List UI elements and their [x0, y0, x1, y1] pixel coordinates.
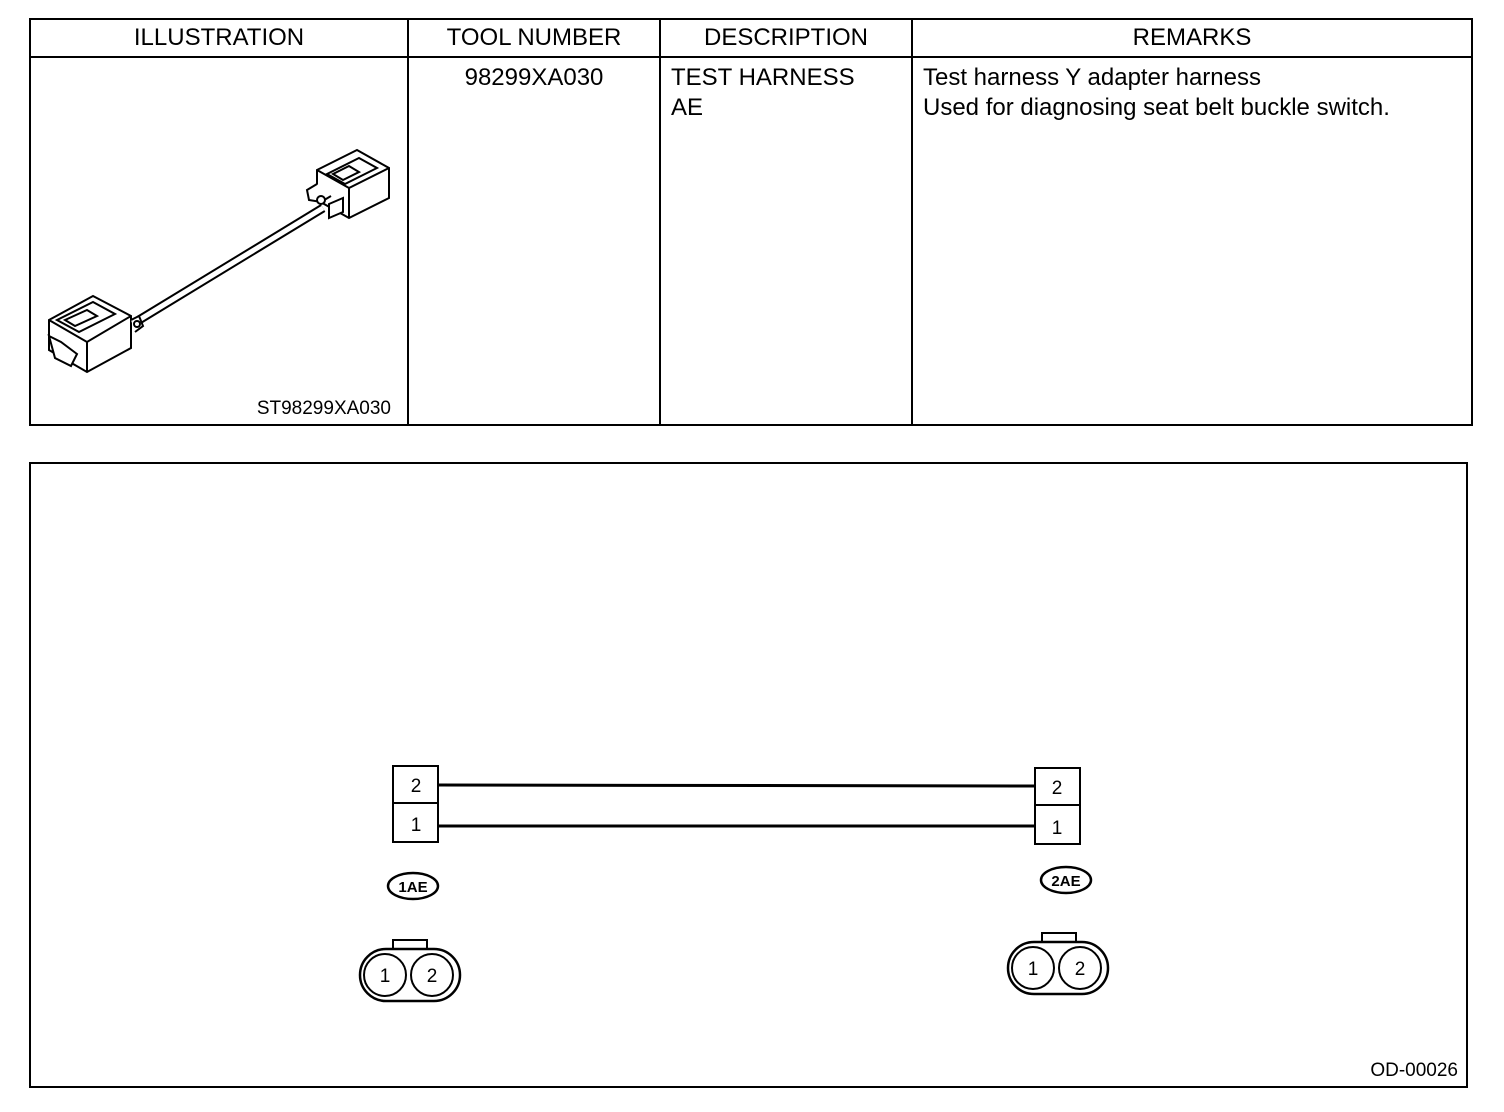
- description-value: TEST HARNESS AE: [661, 58, 911, 123]
- tool-number-cell: 98299XA030: [407, 56, 661, 426]
- remarks-cell: Test harness Y adapter harness Used for …: [911, 56, 1473, 426]
- wire-pin-2: [437, 783, 1036, 788]
- right-pin-top-label: 2: [1052, 778, 1063, 799]
- table-row: ST98299XA030 98299XA030 TEST HARNESS AE …: [29, 56, 1473, 426]
- left-connector-id-badge: [386, 871, 440, 901]
- right-pin-bottom-label: 1: [1052, 818, 1063, 839]
- tool-number-value: 98299XA030: [464, 64, 604, 91]
- wiring-diagram: 2 1 2 1 1AE 2AE 1 2 1 2: [29, 462, 1468, 1088]
- right-connector-id-badge: [1039, 865, 1093, 895]
- right-connector-drawing: [305, 148, 390, 220]
- wiring-diagram-svg: 2 1 2 1 1AE 2AE 1 2 1 2: [358, 765, 1110, 1003]
- right-connector-id-label: 2AE: [1051, 873, 1080, 890]
- test-harness-illustration: [47, 148, 390, 374]
- left-face-pin-1: 1: [380, 966, 391, 987]
- description-line: TEST HARNESS: [671, 64, 855, 91]
- left-pin-top-label: 2: [411, 776, 422, 797]
- remarks-line: Used for diagnosing seat belt buckle swi…: [923, 94, 1390, 121]
- left-connector-drawing: [47, 294, 145, 374]
- illustration-cell: ST98299XA030: [29, 56, 409, 426]
- remarks-value: Test harness Y adapter harness Used for …: [913, 58, 1471, 123]
- table-header-row: ILLUSTRATION TOOL NUMBER DESCRIPTION REM…: [29, 18, 1473, 58]
- left-pin-bottom-label: 1: [411, 815, 422, 836]
- header-tool-number: TOOL NUMBER: [407, 18, 661, 58]
- left-face-pin-2: 2: [427, 966, 438, 987]
- description-line: AE: [671, 94, 704, 121]
- description-cell: TEST HARNESS AE: [659, 56, 913, 426]
- header-illustration: ILLUSTRATION: [29, 18, 409, 58]
- harness-cable-fill: [137, 205, 325, 323]
- left-connector-face: 1 2: [358, 939, 462, 1003]
- left-connector-id-label: 1AE: [398, 879, 427, 896]
- right-connector-face: 1 2: [1006, 932, 1110, 996]
- remarks-line: Test harness Y adapter harness: [923, 64, 1261, 91]
- right-face-pin-1: 1: [1028, 959, 1039, 980]
- figure-code: OD-00026: [1370, 1060, 1458, 1081]
- header-description: DESCRIPTION: [659, 18, 913, 58]
- header-remarks: REMARKS: [911, 18, 1473, 58]
- right-face-pin-2: 2: [1075, 959, 1086, 980]
- illustration-code: ST98299XA030: [256, 398, 391, 419]
- special-tool-table: ILLUSTRATION TOOL NUMBER DESCRIPTION REM…: [29, 18, 1473, 426]
